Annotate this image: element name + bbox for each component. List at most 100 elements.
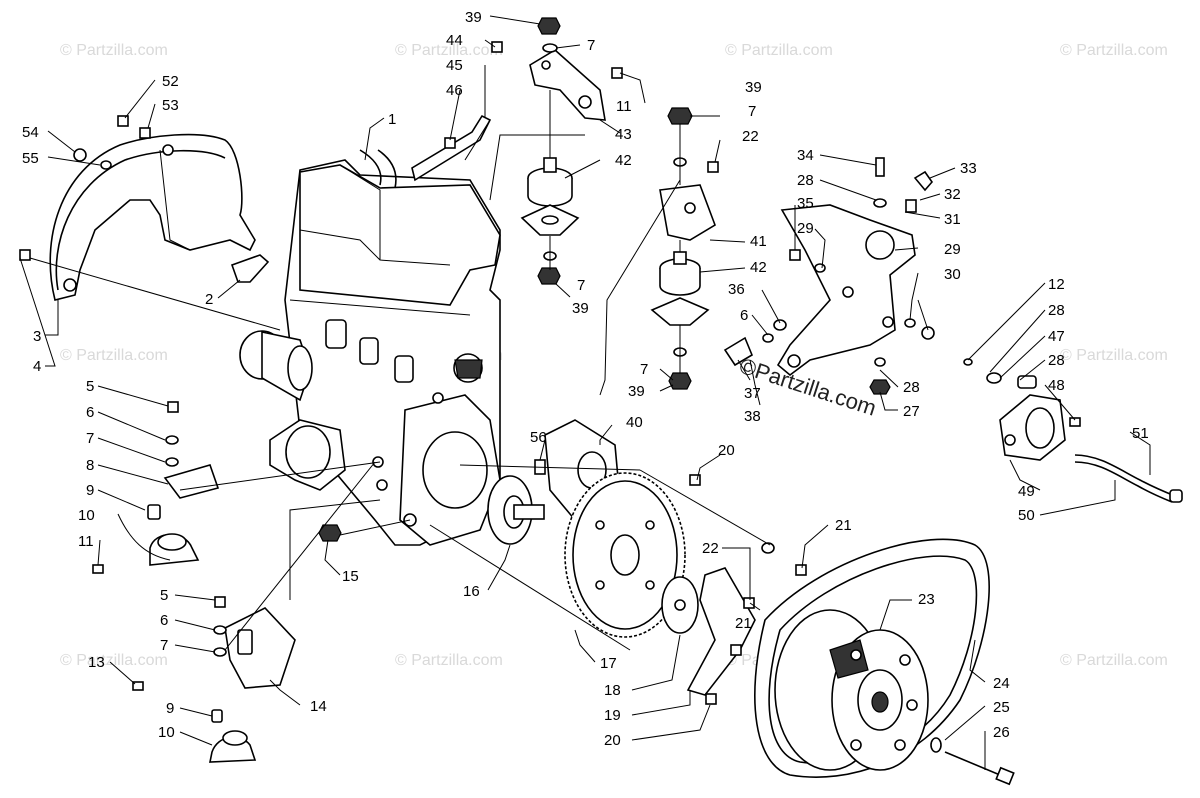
callout-22: 22 bbox=[702, 540, 719, 557]
watermark: © Partzilla.com bbox=[1060, 42, 1168, 59]
callout-6: 6 bbox=[740, 307, 748, 324]
callout-21: 21 bbox=[835, 517, 852, 534]
watermark: © Partzilla.com bbox=[1060, 652, 1168, 669]
callout-51: 51 bbox=[1132, 425, 1149, 442]
hub bbox=[487, 475, 545, 545]
callout-7: 7 bbox=[577, 277, 585, 294]
callout-55: 55 bbox=[22, 150, 39, 167]
callout-41: 41 bbox=[750, 233, 767, 250]
callout-28: 28 bbox=[1048, 352, 1065, 369]
callout-46: 46 bbox=[446, 82, 463, 99]
callout-30: 30 bbox=[944, 266, 961, 283]
callout-28: 28 bbox=[903, 379, 920, 396]
callout-10: 10 bbox=[78, 507, 95, 524]
callout-32: 32 bbox=[944, 186, 961, 203]
callout-40: 40 bbox=[626, 414, 643, 431]
callout-18: 18 bbox=[604, 682, 621, 699]
callout-11: 11 bbox=[616, 98, 632, 115]
watermark: © Partzilla.com bbox=[60, 652, 168, 669]
callout-2: 2 bbox=[205, 291, 213, 308]
callout-53: 53 bbox=[162, 97, 179, 114]
leader-lines bbox=[19, 15, 1151, 770]
watermark: © Partzilla.com bbox=[725, 42, 833, 59]
callout-34: 34 bbox=[797, 147, 814, 164]
callout-48: 48 bbox=[1048, 377, 1065, 394]
callout-1: 1 bbox=[388, 111, 396, 128]
callout-20: 20 bbox=[604, 732, 621, 749]
callout-7: 7 bbox=[160, 637, 168, 654]
callout-25: 25 bbox=[993, 699, 1010, 716]
callout-42: 42 bbox=[750, 259, 767, 276]
callout-44: 44 bbox=[446, 32, 463, 49]
callout-38: 38 bbox=[744, 408, 761, 425]
bracket-2 bbox=[230, 254, 270, 283]
callout-5: 5 bbox=[160, 587, 168, 604]
callout-39: 39 bbox=[745, 79, 762, 96]
callout-52: 52 bbox=[162, 73, 179, 90]
callout-43: 43 bbox=[615, 126, 632, 143]
callout-6: 6 bbox=[160, 612, 168, 629]
callout-35: 35 bbox=[797, 195, 814, 212]
mount-left-front bbox=[147, 464, 220, 566]
callout-24: 24 bbox=[993, 675, 1010, 692]
callout-20: 20 bbox=[718, 442, 735, 459]
callout-47: 47 bbox=[1048, 328, 1065, 345]
callout-14: 14 bbox=[310, 698, 327, 715]
watermark: © Partzilla.com bbox=[1060, 347, 1168, 364]
watermark: © Partzilla.com bbox=[60, 347, 168, 364]
callout-13: 13 bbox=[88, 654, 105, 671]
bolt-26 bbox=[944, 751, 1001, 776]
callout-45: 45 bbox=[446, 57, 463, 74]
callout-6: 6 bbox=[86, 404, 94, 421]
callout-7: 7 bbox=[748, 103, 756, 120]
callout-17: 17 bbox=[600, 655, 617, 672]
callout-28: 28 bbox=[797, 172, 814, 189]
callout-49: 49 bbox=[1018, 483, 1035, 500]
callout-11: 11 bbox=[78, 533, 94, 550]
engine bbox=[239, 149, 501, 546]
callout-5: 5 bbox=[86, 378, 94, 395]
callout-7: 7 bbox=[86, 430, 94, 447]
callout-10: 10 bbox=[158, 724, 175, 741]
callout-29: 29 bbox=[944, 241, 961, 258]
callout-22: 22 bbox=[742, 128, 759, 145]
callout-7: 7 bbox=[640, 361, 648, 378]
watermark: © Partzilla.com bbox=[395, 42, 503, 59]
callout-31: 31 bbox=[944, 211, 961, 228]
callout-54: 54 bbox=[22, 124, 39, 141]
callout-4: 4 bbox=[33, 358, 41, 375]
ring-gear bbox=[564, 472, 686, 638]
upper-mount bbox=[520, 49, 606, 236]
callout-labels: 1 2 3 4 5 6 7 8 9 10 11 5 6 7 13 9 10 14… bbox=[22, 9, 1149, 749]
parts bbox=[19, 17, 1183, 786]
callout-7: 7 bbox=[587, 37, 595, 54]
callout-3: 3 bbox=[33, 328, 41, 345]
drive-clutch bbox=[754, 538, 990, 778]
watermark: © Partzilla.com bbox=[395, 652, 503, 669]
bracket-31 bbox=[776, 204, 916, 377]
callout-27: 27 bbox=[903, 403, 920, 420]
callout-12: 12 bbox=[1048, 276, 1065, 293]
callout-9: 9 bbox=[166, 700, 174, 717]
callout-42: 42 bbox=[615, 152, 632, 169]
callout-19: 19 bbox=[604, 707, 621, 724]
callout-29: 29 bbox=[797, 220, 814, 237]
callout-37: 37 bbox=[744, 385, 761, 402]
callout-56: 56 bbox=[530, 429, 547, 446]
callout-33: 33 bbox=[960, 160, 977, 177]
belt-guard bbox=[49, 133, 256, 301]
callout-26: 26 bbox=[993, 724, 1010, 741]
callout-9: 9 bbox=[86, 482, 94, 499]
callout-23: 23 bbox=[918, 591, 935, 608]
callout-39: 39 bbox=[465, 9, 482, 26]
callout-8: 8 bbox=[86, 457, 94, 474]
callout-16: 16 bbox=[463, 583, 480, 600]
callout-50: 50 bbox=[1018, 507, 1035, 524]
watermark: © Partzilla.com bbox=[60, 42, 168, 59]
callout-36: 36 bbox=[728, 281, 745, 298]
callout-39: 39 bbox=[628, 383, 645, 400]
bracket-19 bbox=[686, 567, 756, 696]
mount-left-rear bbox=[209, 607, 296, 763]
washer-25 bbox=[930, 737, 942, 753]
